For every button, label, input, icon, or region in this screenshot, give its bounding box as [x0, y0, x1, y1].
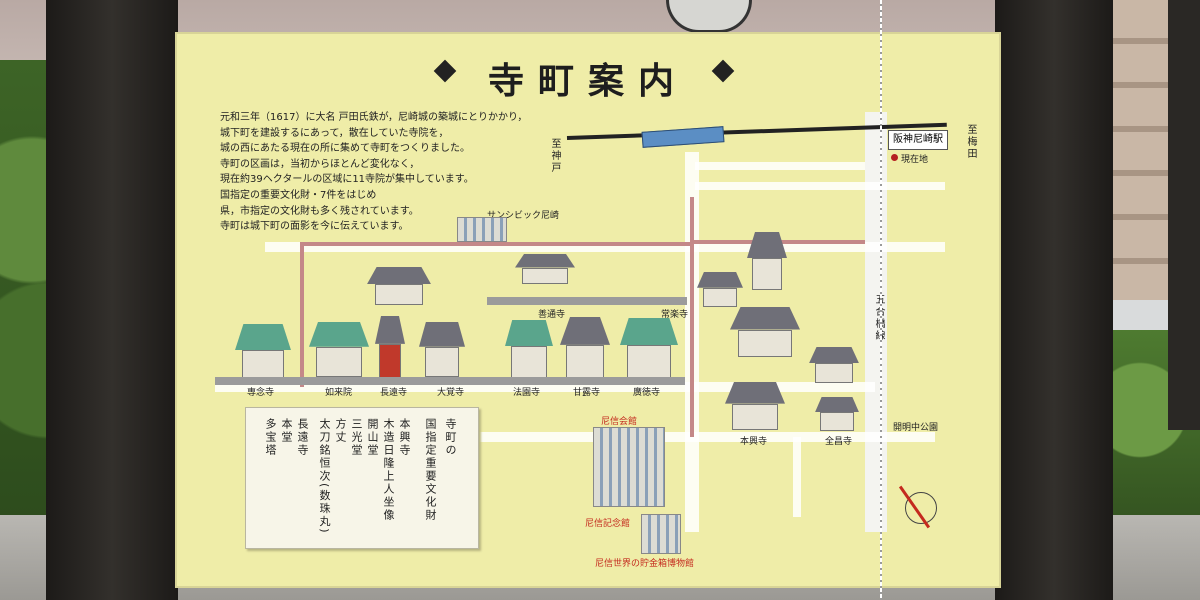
temple-label: 専念寺	[247, 388, 275, 398]
intro-line: 県，市指定の文化財も多く残されています。	[220, 205, 419, 217]
temple-icon	[697, 272, 743, 307]
legend-item: 本堂	[280, 418, 293, 444]
daikakuji-temple-icon	[419, 322, 465, 377]
sun-civic-building	[457, 217, 507, 242]
road	[695, 182, 945, 190]
legend-item: 本興寺	[398, 418, 411, 457]
cultural-property-legend: 寺町の 国指定重要文化財 本興寺 木造日隆上人坐像 開山堂 三光堂 方丈 太刀銘…	[245, 407, 479, 549]
hanging-string	[880, 0, 882, 600]
park-label: 開明中公園	[893, 423, 939, 433]
temple-label: 全昌寺	[825, 437, 853, 447]
red-route	[300, 242, 304, 387]
shinenji-temple-icon	[235, 324, 291, 382]
road	[793, 437, 801, 517]
temple-label: 長遠寺	[380, 388, 408, 398]
pagoda-icon	[747, 232, 787, 290]
intro-line: 元和三年（1617）に大名 戸田氏鉄が，尼崎城の築城にとりかかり，	[220, 112, 528, 123]
to-umeda-label: 至梅田	[965, 124, 976, 160]
road	[475, 432, 935, 442]
temple-icon	[367, 267, 431, 305]
legend-item: 三光堂	[350, 418, 363, 457]
current-location-icon	[891, 154, 898, 161]
compass-icon	[905, 492, 937, 524]
road	[215, 382, 875, 392]
legend-item: 開山堂	[366, 418, 379, 457]
museum-building	[641, 514, 681, 554]
intro-line: 寺町は城下町の面影を今に伝えています。	[220, 221, 409, 233]
left-wooden-post	[46, 0, 178, 600]
temple-label: 廣徳寺	[633, 388, 661, 398]
temple-label: 常楽寺	[661, 310, 689, 320]
current-location-label: 現在地	[901, 155, 929, 165]
nyoraiin-temple-icon	[309, 322, 369, 377]
temple-wall	[487, 297, 687, 305]
temple-wall	[215, 377, 685, 385]
temple-icon	[730, 307, 800, 357]
shinkaikan-building	[593, 427, 665, 507]
intro-line: 寺町の区画は，当初からほとんど変化なく，	[220, 158, 420, 170]
intro-line: 城の西にあたる現在の所に集めて寺町をつくりました。	[220, 143, 470, 155]
intro-line: 国指定の重要文化財・7件をはじめ	[220, 189, 377, 201]
legend-item: 木造日隆上人坐像	[382, 418, 395, 522]
legend-item: 太刀銘恒次(数珠丸)	[318, 418, 331, 535]
road	[695, 162, 865, 170]
zenshoji-temple-icon	[815, 397, 859, 431]
legend-item: 方丈	[334, 418, 347, 444]
intro-line: 城下町を建設するにあって，散在していた寺院を，	[220, 127, 449, 139]
temple-label: 如来院	[325, 388, 353, 398]
intro-text: 元和三年（1617）に大名 戸田氏鉄が，尼崎城の築城にとりかかり， 城下町を建設…	[220, 110, 527, 235]
pagoda-icon	[375, 316, 405, 378]
temple-icon	[515, 254, 575, 284]
kanroji-temple-icon	[560, 317, 610, 379]
temple-label: 善通寺	[538, 310, 566, 320]
temple-label: 甘露寺	[573, 388, 601, 398]
kinenkan-label: 尼信記念館	[585, 519, 631, 529]
kotokuji-temple-icon	[620, 318, 678, 378]
station-label: 阪神尼崎駅	[888, 130, 948, 150]
legend-heading: 寺町の	[444, 418, 457, 457]
far-post	[1168, 0, 1200, 430]
legend-subheading: 国指定重要文化財	[424, 418, 437, 522]
temple-label: 本興寺	[740, 437, 768, 447]
goai-line-label: 五合橋線	[873, 294, 884, 342]
red-route	[300, 242, 690, 246]
to-kobe-label: 至神戸	[549, 138, 560, 174]
temple-icon	[809, 347, 859, 383]
road	[265, 242, 945, 252]
board-title: 寺町案内	[487, 60, 688, 102]
train-icon	[641, 126, 725, 148]
legend-item: 多宝塔	[264, 418, 277, 457]
legend-item: 長遠寺	[296, 418, 309, 457]
hoonji-temple-icon	[505, 320, 553, 378]
temple-label: 法園寺	[513, 388, 541, 398]
right-wooden-post	[995, 0, 1113, 600]
intro-line: 現在約39ヘクタールの区域に11寺院が集中しています。	[220, 174, 474, 186]
shinkaikan-label: 尼信会館	[601, 417, 638, 427]
guide-board: 寺町案内 元和三年（1617）に大名 戸田氏鉄が，尼崎城の築城にとりかかり， 城…	[175, 32, 1001, 588]
honkoji-temple-icon	[725, 382, 785, 430]
museum-label: 尼信世界の貯金箱博物館	[595, 559, 695, 569]
temple-label: 大覚寺	[437, 388, 465, 398]
red-route	[690, 197, 694, 437]
sun-civic-label: サンシビック尼崎	[487, 211, 560, 221]
